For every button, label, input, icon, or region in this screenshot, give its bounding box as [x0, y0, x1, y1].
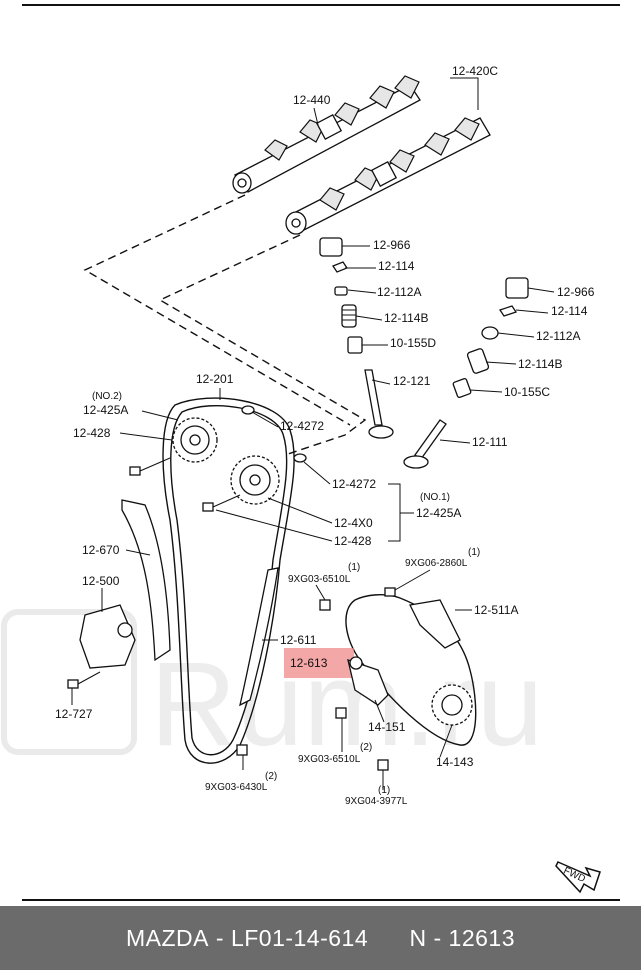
sprocket-143 — [431, 684, 473, 726]
label-key-b: 12-4272 — [332, 477, 376, 491]
bolt-428 — [129, 457, 241, 512]
label-bolt-6510-b-qty: (2) — [360, 742, 372, 753]
label-key-a: 12-4272 — [280, 419, 324, 433]
label-bolt-3977: 9XG04-3977L — [345, 796, 408, 807]
tensioner-500 — [67, 604, 136, 689]
highlight-box — [284, 648, 354, 678]
sprocket-no1 — [230, 455, 280, 505]
label-shim-2: 12-114 — [551, 304, 588, 318]
label-bolt-3977-qty: (1) — [378, 785, 390, 796]
valve-train-2 — [403, 277, 529, 469]
label-bolt-428-b: 12-428 — [334, 534, 372, 548]
valve-train-1 — [319, 237, 394, 439]
label-sprocket-no2: 12-425A — [83, 403, 128, 417]
label-spring-1: 12-114B — [384, 311, 428, 325]
camshaft-exhaust — [285, 117, 491, 235]
label-vvt: 12-4X0 — [334, 516, 373, 530]
label-tappet-1: 12-966 — [373, 238, 411, 252]
label-shim-1: 12-114 — [378, 259, 415, 273]
dashed-lines — [83, 194, 367, 456]
label-bolt-6510-a-qty: (1) — [348, 562, 360, 573]
label-no1: (NO.1) — [420, 492, 450, 503]
label-guide-670: 12-670 — [82, 543, 120, 557]
label-sprocket-no1: 12-425A — [416, 506, 461, 520]
label-spring-2: 12-114B — [518, 357, 562, 371]
footer-bar: MAZDA - LF01-14-614 N - 12613 — [0, 906, 641, 970]
label-no2: (NO.2) — [92, 391, 122, 402]
label-chain: 12-201 — [196, 372, 234, 386]
sprocket-no2 — [172, 417, 218, 463]
leader-lines — [71, 77, 555, 790]
guide-611 — [239, 567, 279, 707]
label-seal-1: 10-155D — [390, 336, 436, 350]
label-camshaft-exhaust: 12-420C — [452, 64, 498, 78]
footer-sep-1: - — [208, 924, 231, 951]
label-camshaft-intake: 12-440 — [293, 93, 331, 107]
label-bolt-6430: 9XG03-6430L — [205, 782, 268, 793]
label-tappet-2: 12-966 — [557, 285, 595, 299]
footer-brand: MAZDA — [125, 924, 209, 951]
footer-gap — [368, 925, 409, 952]
labels: 12-420C 12-440 12-966 12-114 12-112A 12-… — [55, 64, 595, 807]
camshaft-intake — [232, 75, 421, 194]
misc-bolts — [236, 599, 389, 771]
label-bolt-6510-a: 9XG03-6510L — [288, 574, 351, 585]
label-tensioner-500: 12-500 — [82, 574, 120, 588]
label-bolt-428-a: 12-428 — [73, 426, 111, 440]
label-valve-1: 12-121 — [393, 374, 431, 388]
label-retainer-2: 12-112A — [536, 329, 580, 343]
label-bolt-2860: 9XG06-2860L — [405, 558, 468, 569]
label-bolt-6430-qty: (2) — [265, 771, 277, 782]
label-tensioner-511: 12-511A — [474, 603, 518, 617]
label-bolt-2860-qty: (1) — [468, 547, 480, 558]
label-guide-611: 12-611 — [280, 633, 317, 647]
label-sprocket-143: 14-143 — [436, 755, 474, 769]
label-retainer-1: 12-112A — [377, 285, 421, 299]
footer-part-number: LF01-14-614 — [230, 924, 369, 951]
label-seal-2: 10-155C — [504, 385, 550, 399]
label-bolt-727: 12-727 — [55, 707, 93, 721]
guide-670 — [121, 499, 171, 662]
tensioner-arm-613 — [284, 648, 389, 706]
keys — [241, 405, 307, 463]
fwd-arrow-icon: FWD — [555, 861, 601, 894]
label-valve-2: 12-111 — [472, 435, 508, 449]
tensioner-511 — [384, 587, 461, 649]
footer-ref: N - 12613 — [409, 924, 515, 951]
label-chain-151: 14-151 — [368, 720, 406, 734]
label-part-613: 12-613 — [290, 656, 328, 670]
label-bolt-6510-b: 9XG03-6510L — [298, 754, 361, 765]
